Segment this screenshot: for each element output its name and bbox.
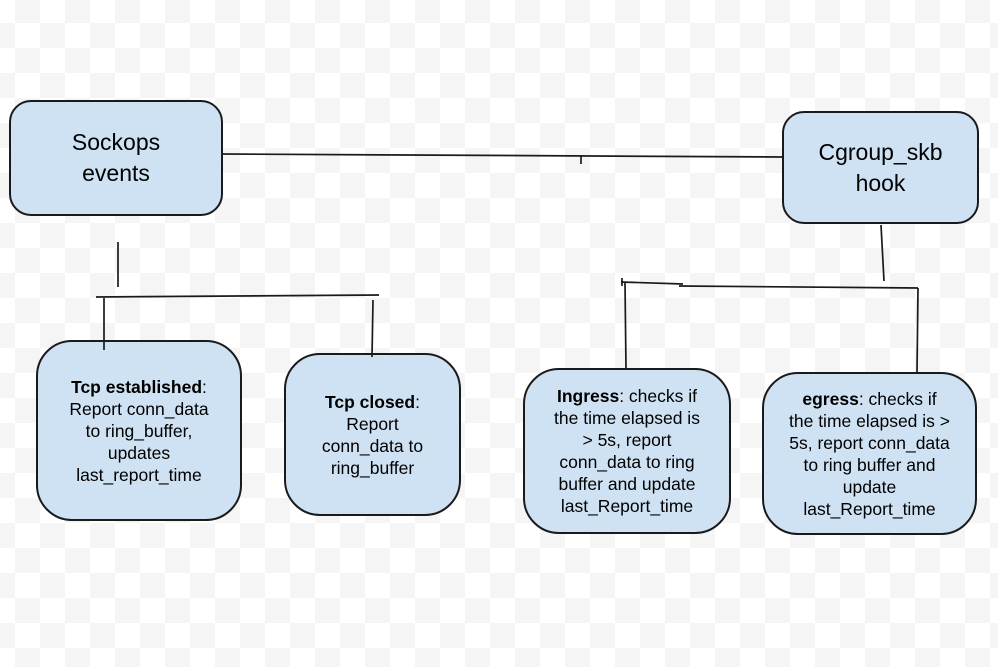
node-sockops-events[interactable]: Sockops events xyxy=(9,100,223,216)
node-tcp-closed-label-bold: Tcp closed xyxy=(324,391,416,412)
node-tcp-established[interactable]: Tcp established: Report conn_data to rin… xyxy=(36,340,242,521)
node-sockops-events-label: Sockops events xyxy=(71,129,161,186)
connector-drop-tcp-closed xyxy=(371,299,374,358)
node-tcp-established-label: Tcp established: Report conn_data to rin… xyxy=(69,376,208,486)
connector-drop-egress xyxy=(916,287,919,374)
node-egress-label: egress: checks if the time elapsed is > … xyxy=(789,388,950,520)
node-tcp-closed[interactable]: Tcp closed: Report conn_data to ring_buf… xyxy=(284,353,461,516)
node-tcp-established-label-bold: Tcp established xyxy=(71,376,203,397)
node-ingress-label-rest: : checks if the time elapsed is > 5s, re… xyxy=(554,386,700,516)
node-egress[interactable]: egress: checks if the time elapsed is > … xyxy=(762,372,977,535)
connector-right-branch-bar-b xyxy=(678,285,919,289)
connector-cgroup-stub xyxy=(880,224,885,282)
node-tcp-closed-label-rest: : Report conn_data to ring_buffer xyxy=(321,391,424,478)
node-tcp-closed-label: Tcp closed: Report conn_data to ring_buf… xyxy=(322,391,423,479)
node-ingress-label-bold: Ingress xyxy=(556,386,620,406)
connector-drop-ingress xyxy=(624,282,627,370)
node-ingress-label: Ingress: checks if the time elapsed is >… xyxy=(554,385,700,517)
connector-sockops-to-cgroup xyxy=(221,153,783,158)
node-cgroup-skb-hook-label: Cgroup_skb hook xyxy=(818,138,943,196)
node-ingress[interactable]: Ingress: checks if the time elapsed is >… xyxy=(523,368,731,534)
node-egress-label-rest: : checks if the time elapsed is > 5s, re… xyxy=(789,388,950,519)
node-cgroup-skb-hook[interactable]: Cgroup_skb hook xyxy=(782,111,979,224)
node-egress-label-bold: egress xyxy=(802,388,859,409)
connector-left-branch-bar xyxy=(95,294,380,298)
connector-right-branch-bar-a xyxy=(620,281,684,285)
node-tcp-established-label-rest: : Report conn_data to ring_buffer, updat… xyxy=(69,376,209,485)
